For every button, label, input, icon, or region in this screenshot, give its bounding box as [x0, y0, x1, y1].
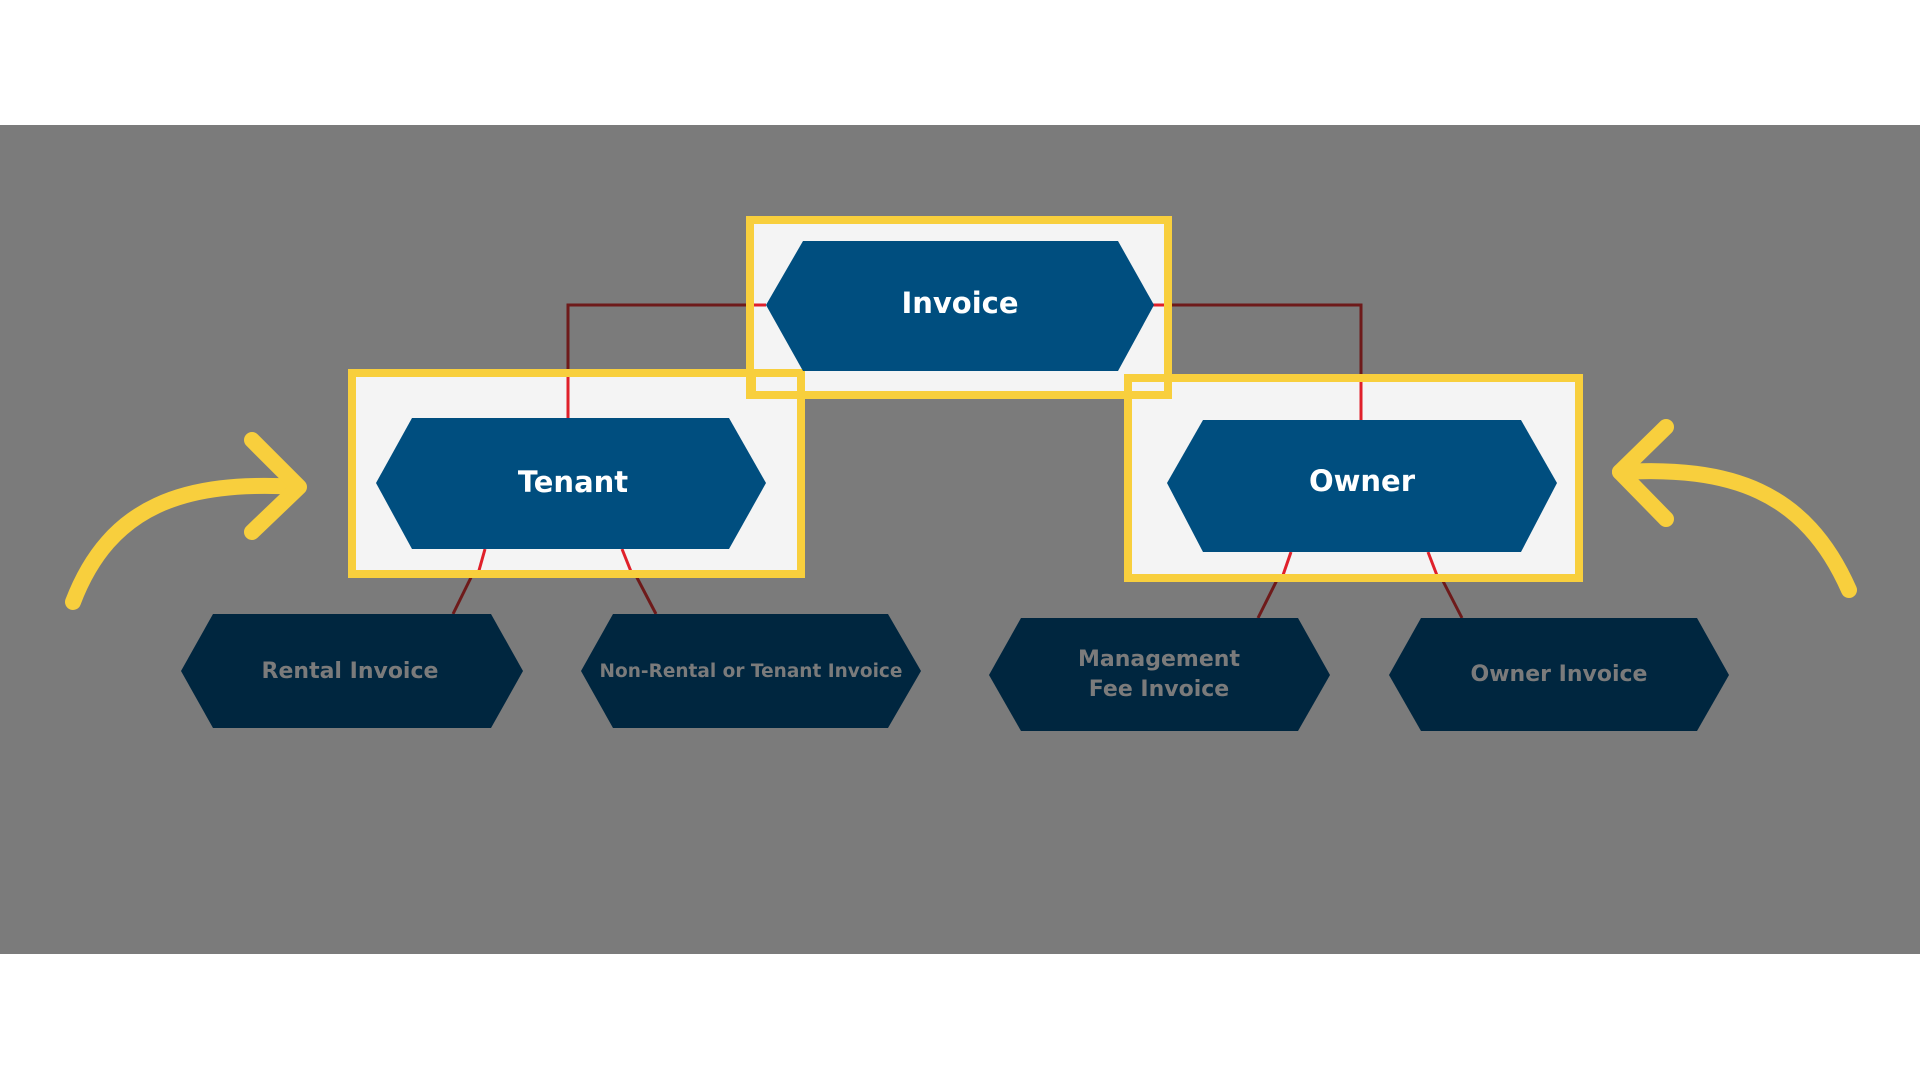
node-invoice[interactable]: Invoice: [766, 241, 1154, 371]
node-owner-invoice[interactable]: Owner Invoice: [1389, 618, 1729, 731]
node-non-rental-invoice[interactable]: Non-Rental or Tenant Invoice: [581, 614, 921, 728]
node-management-fee-invoice-label-line1: Management: [1078, 647, 1240, 672]
node-owner-invoice-shape: [1389, 618, 1729, 731]
node-rental-invoice[interactable]: Rental Invoice: [181, 614, 523, 728]
node-rental-invoice-label: Rental Invoice: [262, 659, 439, 684]
node-invoice-label: Invoice: [901, 286, 1018, 320]
node-non-rental-invoice-label: Non-Rental or Tenant Invoice: [600, 661, 903, 682]
curved-arrow-right-icon: [65, 432, 307, 610]
node-tenant[interactable]: Tenant: [376, 418, 766, 549]
node-owner-label: Owner: [1309, 464, 1416, 498]
curved-arrow-left-icon: [1612, 419, 1857, 598]
node-invoice-shape: [766, 241, 1154, 371]
node-owner-shape: [1167, 420, 1557, 552]
node-management-fee-invoice[interactable]: Management Fee Invoice: [989, 618, 1330, 731]
node-tenant-label: Tenant: [518, 465, 628, 499]
highlight-borders: [348, 216, 1583, 582]
node-owner[interactable]: Owner: [1167, 420, 1557, 552]
node-management-fee-invoice-shape: [989, 618, 1330, 731]
node-tenant-shape: [376, 418, 766, 549]
node-rental-invoice-shape: [181, 614, 523, 728]
node-non-rental-invoice-shape: [581, 614, 921, 728]
node-management-fee-invoice-label-line2: Fee Invoice: [1089, 677, 1229, 702]
node-owner-invoice-label: Owner Invoice: [1471, 662, 1648, 687]
